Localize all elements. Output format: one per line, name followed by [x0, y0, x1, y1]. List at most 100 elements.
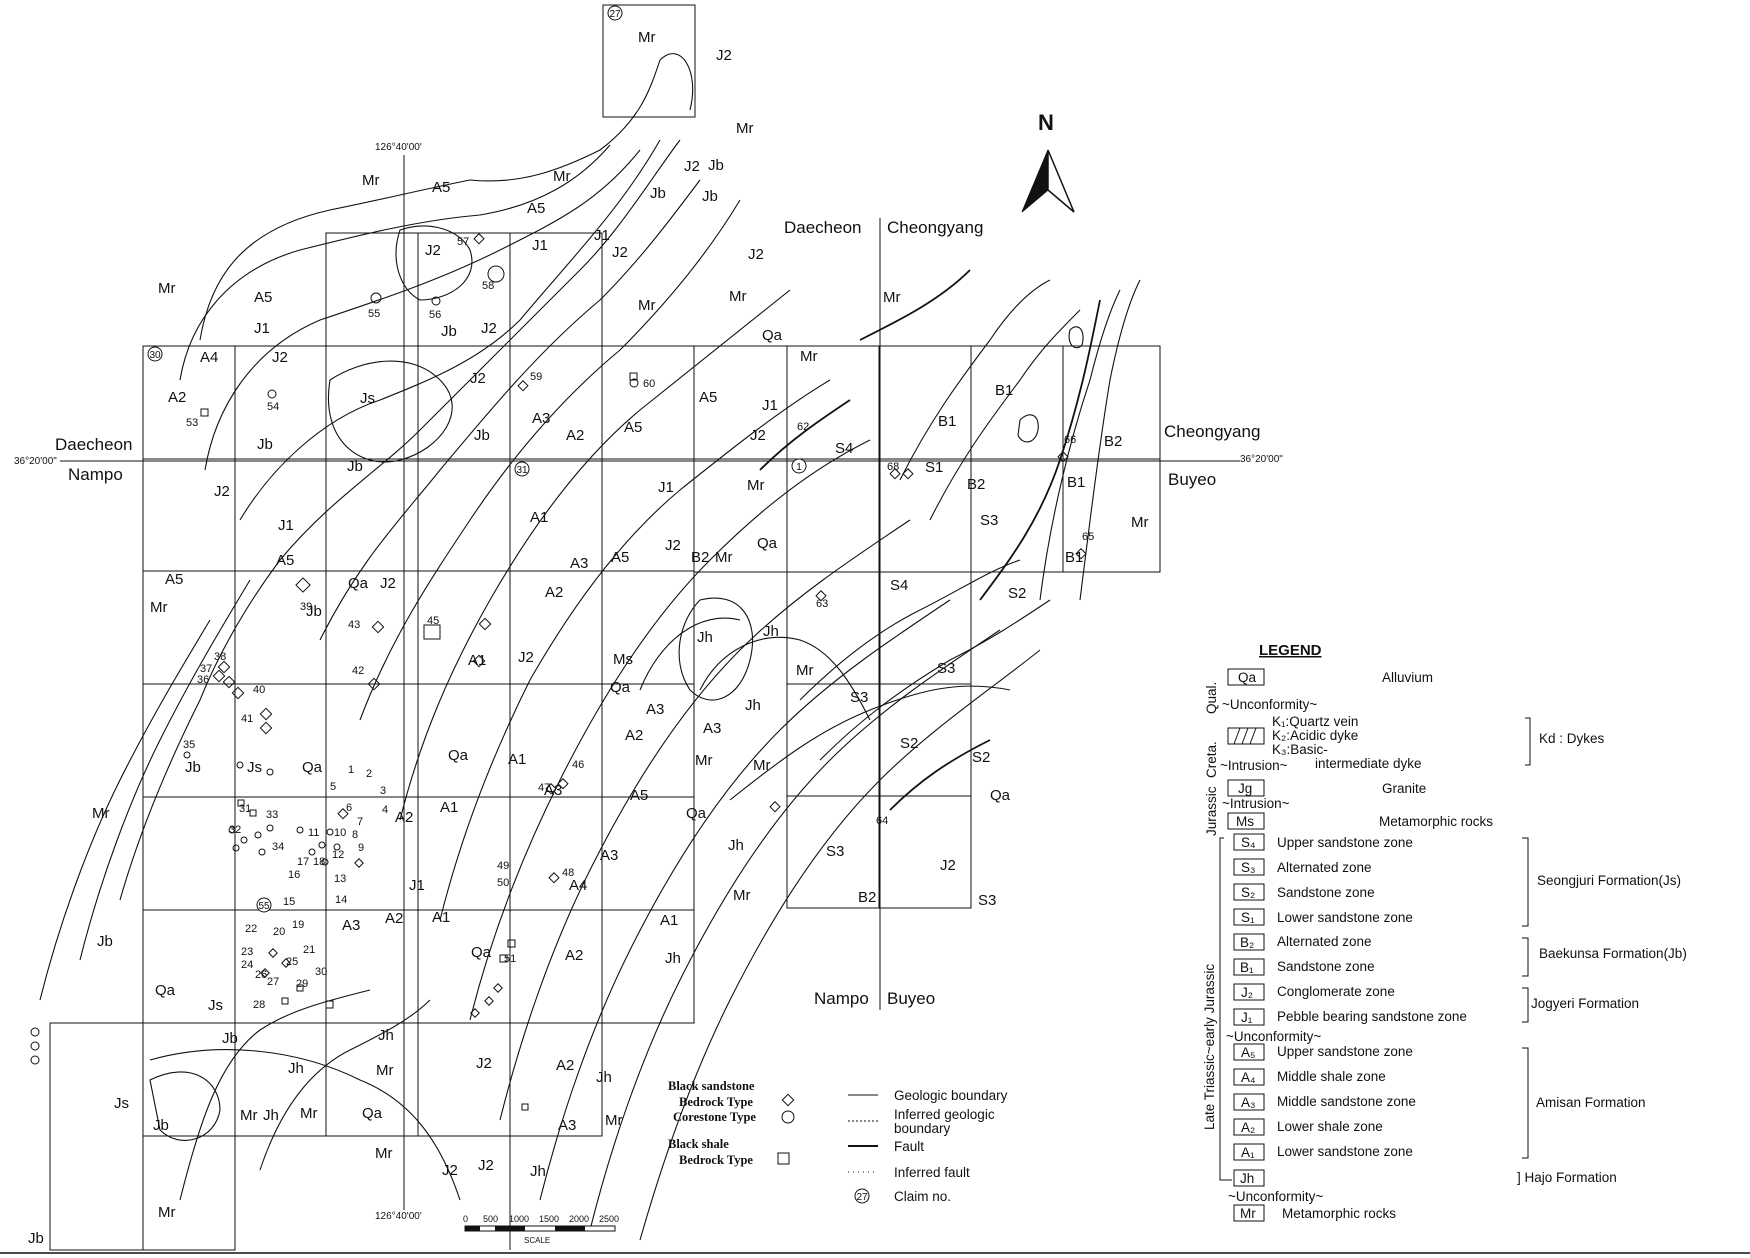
svg-text:J1: J1	[532, 237, 548, 254]
svg-text:SCALE: SCALE	[524, 1236, 550, 1245]
svg-text:Lower shale zone: Lower shale zone	[1277, 1119, 1383, 1134]
svg-text:Corestone Type: Corestone Type	[673, 1110, 756, 1124]
svg-text:Jh: Jh	[288, 1060, 304, 1077]
svg-text:Creta.: Creta.	[1204, 741, 1219, 778]
svg-text:Claim no.: Claim no.	[894, 1189, 951, 1204]
svg-text:Jb: Jb	[222, 1030, 238, 1047]
svg-text:Qa: Qa	[362, 1105, 383, 1122]
svg-text:intermediate dyke: intermediate dyke	[1315, 756, 1422, 771]
svg-text:30: 30	[315, 966, 327, 978]
svg-text:24: 24	[241, 959, 253, 971]
svg-text:Mr: Mr	[733, 887, 751, 904]
svg-text:Qa: Qa	[762, 327, 783, 344]
svg-text:63: 63	[816, 598, 828, 610]
svg-text:Mr: Mr	[158, 280, 176, 297]
svg-text:Geologic boundary: Geologic boundary	[894, 1088, 1008, 1103]
svg-text:17: 17	[297, 856, 309, 868]
svg-text:1000: 1000	[509, 1214, 529, 1224]
faults	[759, 269, 1101, 811]
svg-text:48: 48	[562, 867, 574, 879]
svg-text:A3: A3	[532, 410, 550, 427]
svg-text:19: 19	[292, 919, 304, 931]
svg-text:A5: A5	[699, 389, 717, 406]
svg-text:S₁: S₁	[1241, 910, 1255, 925]
svg-text:43: 43	[348, 619, 360, 631]
svg-text:Qa: Qa	[757, 535, 778, 552]
svg-text:A3: A3	[570, 555, 588, 572]
svg-text:A1: A1	[432, 909, 450, 926]
svg-text:Bedrock Type: Bedrock Type	[679, 1095, 753, 1109]
svg-text:7: 7	[357, 816, 363, 828]
svg-text:1: 1	[796, 462, 802, 473]
place-buyeo-bottom: Buyeo	[887, 989, 935, 1008]
svg-text:Jb: Jb	[650, 185, 666, 202]
svg-text:Mr: Mr	[300, 1105, 318, 1122]
svg-text:S2: S2	[1008, 585, 1026, 602]
svg-text:56: 56	[429, 309, 441, 321]
longitude-label-bottom: 126°40'00'	[375, 1211, 422, 1222]
svg-text:Jh: Jh	[378, 1027, 394, 1044]
svg-text:Pebble bearing sandstone zone: Pebble bearing sandstone zone	[1277, 1009, 1467, 1024]
svg-text:Alluvium: Alluvium	[1382, 670, 1433, 685]
svg-text:Mr: Mr	[747, 477, 765, 494]
svg-text:36: 36	[197, 674, 209, 686]
map-sheet-grid	[49, 4, 1240, 1251]
svg-text:Baekunsa Formation(Jb): Baekunsa Formation(Jb)	[1539, 946, 1687, 961]
svg-text:Js: Js	[247, 759, 262, 776]
svg-text:A₂: A₂	[1241, 1120, 1255, 1135]
svg-text:Metamorphic rocks: Metamorphic rocks	[1282, 1206, 1396, 1221]
place-cheongyang-top: Cheongyang	[887, 218, 983, 237]
place-nampo-left: Nampo	[68, 465, 123, 484]
svg-text:J2: J2	[665, 537, 681, 554]
place-buyeo-right: Buyeo	[1168, 470, 1216, 489]
svg-text:B2: B2	[1104, 433, 1122, 450]
svg-text:K₃:Basic-: K₃:Basic-	[1272, 742, 1328, 757]
svg-text:12: 12	[332, 849, 344, 861]
svg-text:Qa: Qa	[348, 575, 369, 592]
svg-text:A2: A2	[625, 727, 643, 744]
svg-text:A4: A4	[569, 877, 587, 894]
svg-text:Jh: Jh	[530, 1163, 546, 1180]
svg-text:1500: 1500	[539, 1214, 559, 1224]
svg-text:J2: J2	[940, 857, 956, 874]
svg-text:B1: B1	[995, 382, 1013, 399]
legend-title: LEGEND	[1259, 642, 1322, 659]
svg-text:Mr: Mr	[362, 172, 380, 189]
svg-text:Black shale: Black shale	[668, 1137, 729, 1151]
svg-text:65: 65	[1082, 531, 1094, 543]
svg-text:A4: A4	[200, 349, 218, 366]
svg-text:33: 33	[266, 809, 278, 821]
svg-text:S3: S3	[850, 689, 868, 706]
square-symbol	[777, 1152, 790, 1165]
svg-text:Lower sandstone zone: Lower sandstone zone	[1277, 1144, 1413, 1159]
svg-text:J2: J2	[481, 320, 497, 337]
svg-text:A5: A5	[432, 179, 450, 196]
svg-text:Amisan Formation: Amisan Formation	[1536, 1095, 1646, 1110]
svg-text:J1: J1	[254, 320, 270, 337]
svg-text:A5: A5	[276, 552, 294, 569]
svg-text:20: 20	[273, 926, 285, 938]
svg-text:18: 18	[313, 856, 325, 868]
svg-text:Jh: Jh	[665, 950, 681, 967]
svg-text:Qual.: Qual.	[1204, 682, 1219, 714]
svg-text:Mr: Mr	[800, 348, 818, 365]
geologic-boundaries	[39, 53, 1141, 1241]
svg-text:J2: J2	[748, 246, 764, 263]
svg-text:58: 58	[482, 280, 494, 292]
svg-text:5: 5	[330, 781, 336, 793]
svg-text:Mr: Mr	[715, 549, 733, 566]
svg-text:Qa: Qa	[686, 805, 707, 822]
svg-text:J1: J1	[594, 227, 610, 244]
svg-text:A2: A2	[556, 1057, 574, 1074]
svg-text:0: 0	[463, 1214, 468, 1224]
svg-text:34: 34	[272, 841, 284, 853]
svg-text:64: 64	[876, 815, 888, 827]
claim-symbol	[854, 1188, 870, 1204]
svg-text:A3: A3	[646, 701, 664, 718]
svg-text:Qa: Qa	[1238, 670, 1257, 685]
svg-text:Inferred geologic: Inferred geologic	[894, 1107, 995, 1122]
svg-text:B2: B2	[967, 476, 985, 493]
svg-text:53: 53	[186, 417, 198, 429]
svg-text:27: 27	[267, 976, 279, 988]
svg-text:Jh: Jh	[763, 623, 779, 640]
